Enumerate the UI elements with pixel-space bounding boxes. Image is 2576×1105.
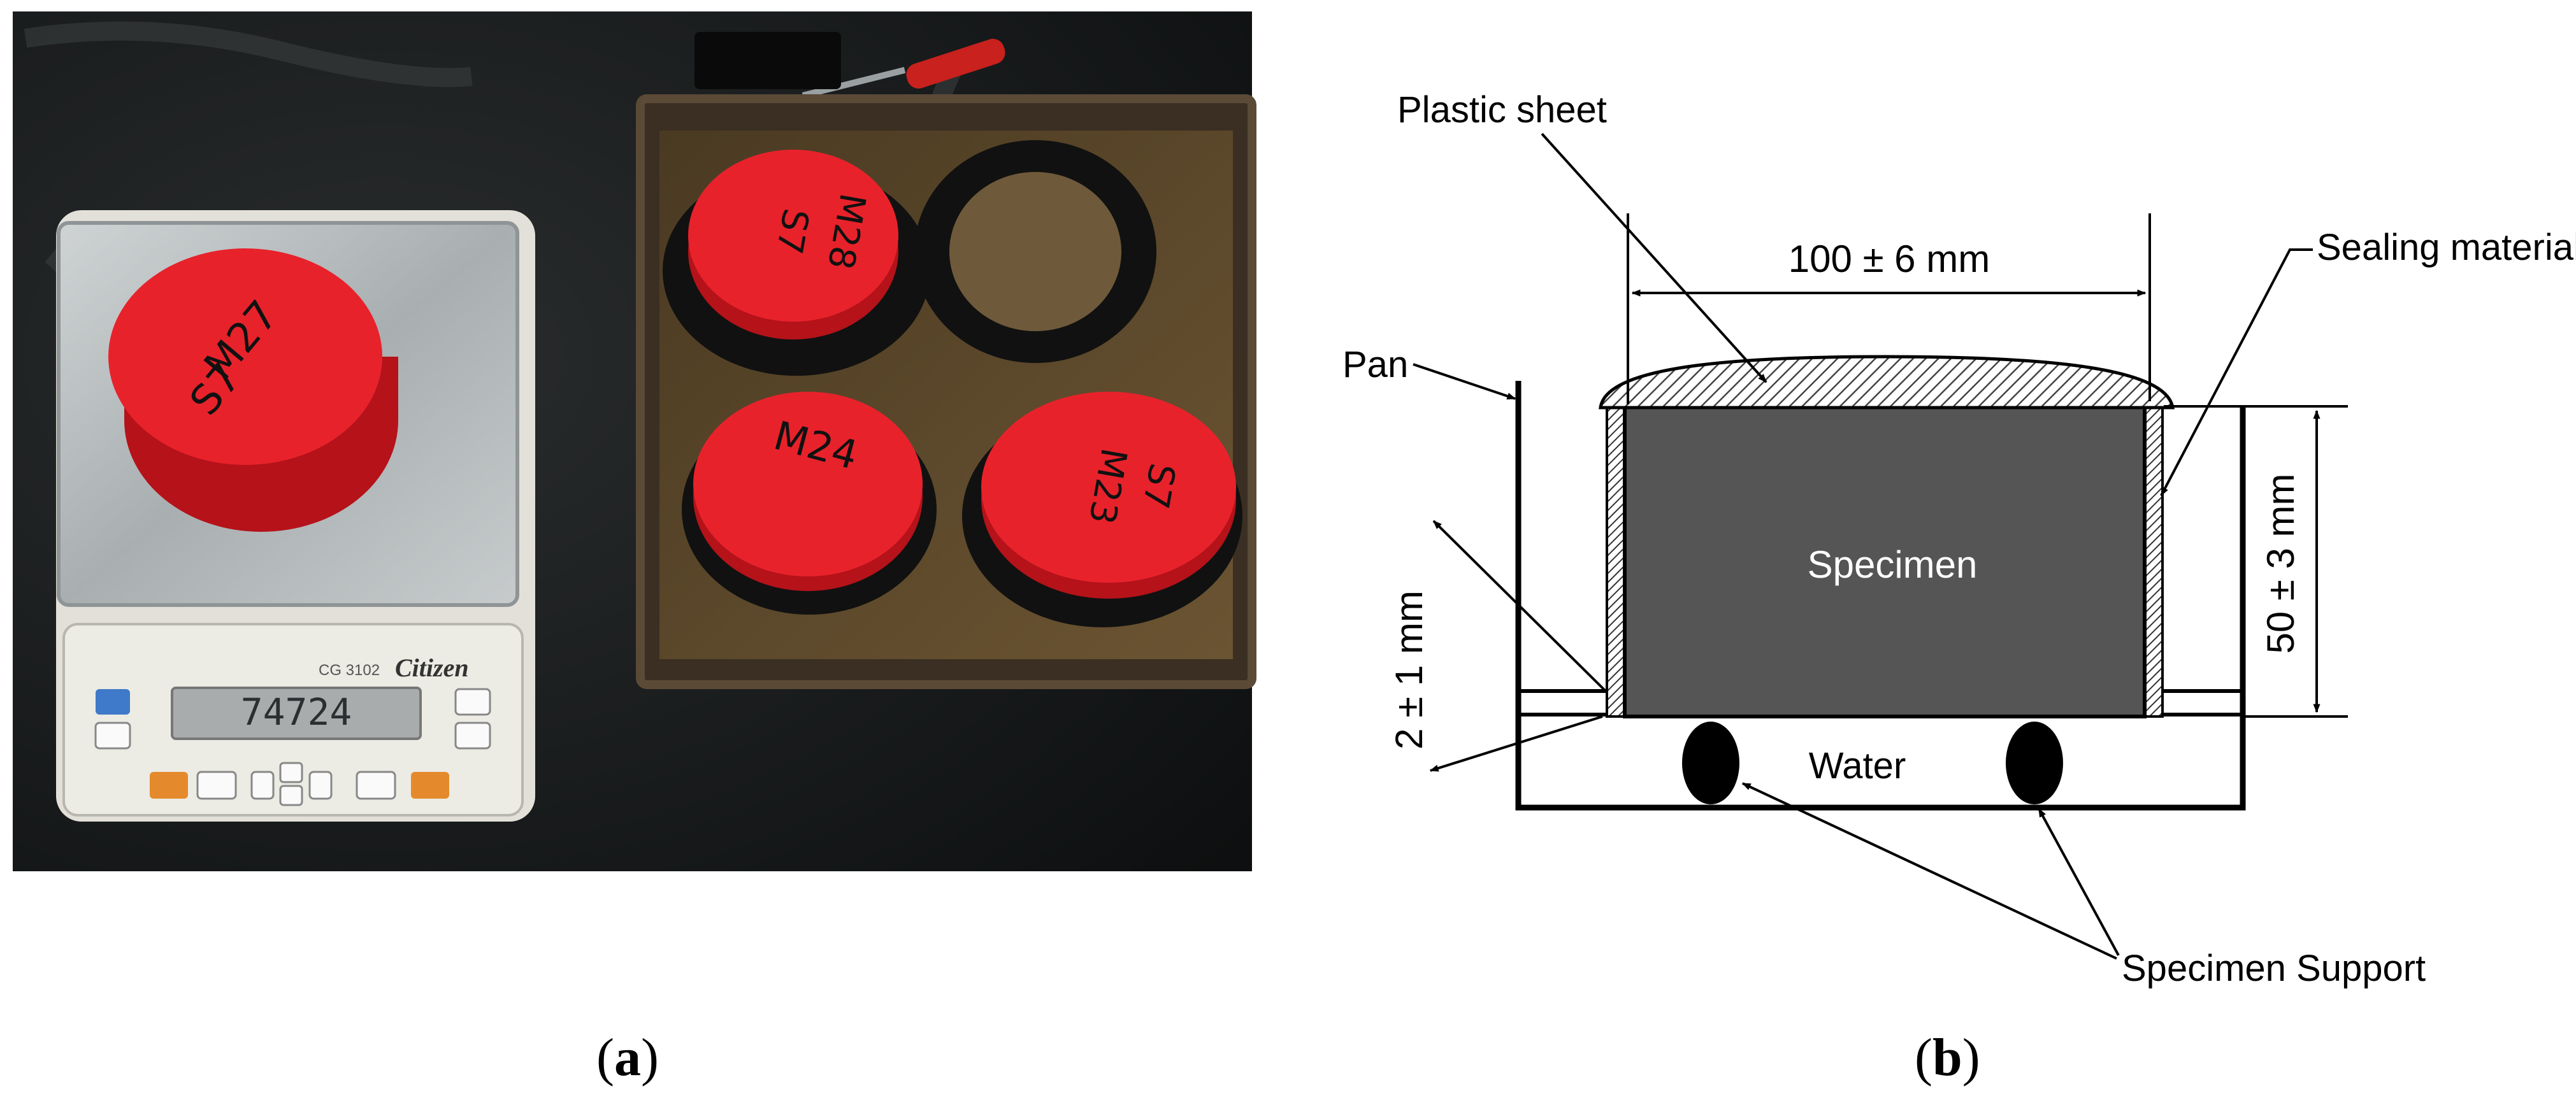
caption-a-close: ) xyxy=(640,1028,659,1087)
sealing-material-leader xyxy=(2160,248,2313,497)
scale-key-print xyxy=(356,771,396,800)
support-ring-2-hole xyxy=(949,172,1121,331)
photo-panel: CG 3102 Citizen 74724 M27 S7 xyxy=(13,11,1256,871)
weighing-scale: CG 3102 Citizen 74724 M27 S7 xyxy=(56,210,535,822)
scale-key-default xyxy=(196,771,237,800)
scale-key-mode xyxy=(454,688,491,716)
width-dim-label: 100 ± 6 mm xyxy=(1788,238,1990,280)
specimen-body xyxy=(1623,404,2147,718)
specimen-label-line2: S7 xyxy=(1134,460,1183,512)
caption-b-open: ( xyxy=(1915,1028,1932,1087)
support-right xyxy=(2006,722,2063,804)
gap-arrow-up xyxy=(1432,520,1607,692)
plastic-sheet-leader xyxy=(1541,132,1767,383)
caption-a-open: ( xyxy=(596,1028,614,1087)
sealing-strip-left xyxy=(1606,405,1626,718)
caption-b-close: ) xyxy=(1962,1028,1980,1087)
gap-arrow-down xyxy=(1429,715,1603,772)
scale-display-value: 74724 xyxy=(241,690,352,734)
scale-key-tare xyxy=(411,772,449,799)
caption-b-letter: b xyxy=(1932,1028,1962,1087)
scale-key-orange xyxy=(150,772,188,799)
pan-leader xyxy=(1413,363,1516,400)
caption-a-letter: a xyxy=(614,1028,641,1087)
scale-model: CG 3102 xyxy=(319,662,380,679)
specimen-tray-4: M23 S7 xyxy=(981,392,1236,599)
screwdriver xyxy=(802,38,1005,99)
plastic-sheet-label: Plastic sheet xyxy=(1397,89,1607,131)
scale-key-cal xyxy=(94,722,131,750)
pan-label: Pan xyxy=(1342,344,1408,385)
specimen-tray-1: M28 S7 xyxy=(688,150,898,339)
scale-display xyxy=(171,687,422,740)
scale-key-up xyxy=(279,762,303,783)
scale-key-right xyxy=(308,771,333,800)
gap-dim-label: 2 ± 1 mm xyxy=(1388,590,1430,750)
specimen-tray-3: M24 xyxy=(693,392,923,591)
pan-outline xyxy=(1515,381,2246,811)
sealing-strip-right xyxy=(2143,405,2164,718)
support-left xyxy=(1682,722,1739,804)
specimen-label: Specimen xyxy=(1808,543,1978,586)
scale-key-help xyxy=(454,722,491,750)
sealing-material-label: Sealing material xyxy=(2317,227,2576,268)
caption-b: (b) xyxy=(1915,1027,1980,1088)
scale-key-left xyxy=(250,771,275,800)
support-leader-right xyxy=(2038,808,2120,956)
black-object xyxy=(694,32,841,89)
water-tray: M28 S7 M24 M23 S7 xyxy=(636,94,1256,689)
diagram-panel: Specimen Water 100 ± 6 mm 50 ± 3 mm 2 ± … xyxy=(1342,89,2576,989)
caption-a: (a) xyxy=(596,1027,659,1088)
height-dim-label: 50 ± 3 mm xyxy=(2259,473,2302,653)
water-label: Water xyxy=(1809,745,1906,787)
scale-brand: Citizen xyxy=(395,653,469,682)
specimen-on-scale: M27 S7 xyxy=(108,248,398,532)
specimen-label-line2: S7 xyxy=(768,206,816,257)
support-leader-left xyxy=(1741,782,2117,960)
scale-key-down xyxy=(279,785,303,806)
scale-key-blue xyxy=(96,689,130,715)
specimen-support-label: Specimen Support xyxy=(2122,948,2426,989)
plastic-sheet xyxy=(1599,355,2175,410)
